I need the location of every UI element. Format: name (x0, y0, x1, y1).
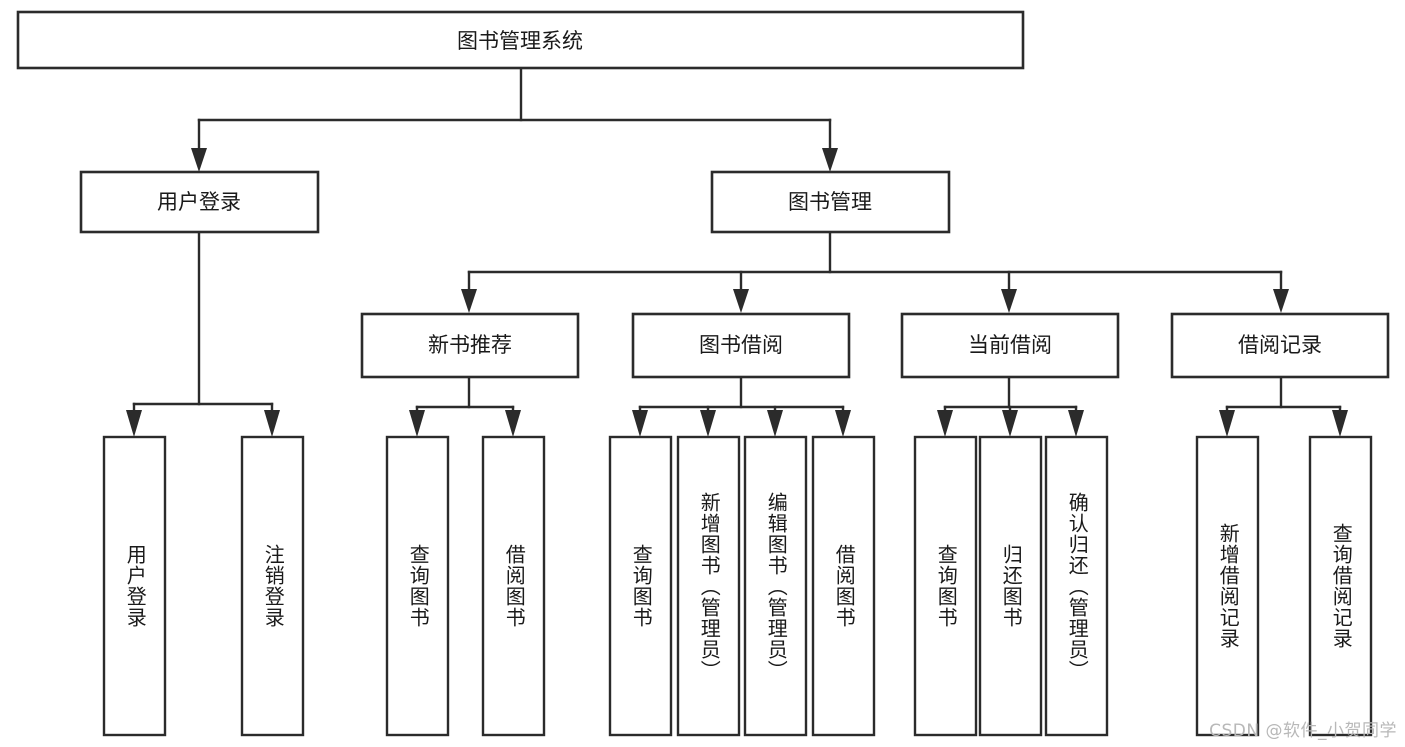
node-box-user-login[interactable] (79, 170, 320, 234)
node-box-leaf-query-book-2[interactable] (608, 435, 673, 737)
arrow-head-borrow-record (1273, 289, 1289, 313)
node-leaf-add-record[interactable]: 新增借阅记录 (1195, 435, 1260, 737)
arrow-head-book-manage (822, 148, 838, 172)
arrow-head-leaf-edit-book (767, 410, 783, 437)
node-label-new-book-recommend: 新书推荐 (428, 333, 512, 357)
connector-layer (126, 66, 1348, 437)
arrow-head-leaf-return-book (1002, 410, 1018, 437)
node-label-book-borrow: 图书借阅 (699, 333, 783, 357)
arrow-head-book-borrow (733, 289, 749, 313)
node-label-title-system: 图书管理系统 (457, 29, 583, 53)
node-box-leaf-add-book[interactable] (676, 435, 741, 737)
node-label-book-manage: 图书管理 (788, 190, 872, 214)
node-leaf-borrow-book-2[interactable]: 借阅图书 (811, 435, 876, 737)
node-label-current-borrow: 当前借阅 (968, 333, 1052, 357)
node-box-leaf-add-record[interactable] (1195, 435, 1260, 737)
node-box-leaf-query-book-3[interactable] (913, 435, 978, 737)
arrow-head-new-book (461, 289, 477, 313)
node-box-leaf-user-login[interactable] (102, 435, 167, 737)
leaf-label-edit-book: 编辑图书（管理员） (764, 491, 789, 681)
arrow-head-leaf-query-book-2 (632, 410, 648, 437)
arrow-head-leaf-borrow-book-2 (835, 410, 851, 437)
leaf-label-add-book: 新增图书（管理员） (697, 491, 722, 681)
arrow-head-user-login (191, 148, 207, 172)
node-leaf-query-record[interactable]: 查询借阅记录 (1308, 435, 1373, 737)
leaf-label-user-login: 用户登录 (123, 544, 148, 628)
node-book-manage[interactable]: 图书管理 (710, 170, 951, 234)
arrow-head-leaf-logout (264, 410, 280, 437)
leaf-label-query-book-2: 查询图书 (629, 544, 654, 628)
node-box-title-system[interactable] (16, 10, 1025, 70)
leaf-label-logout: 注销登录 (261, 544, 286, 628)
node-leaf-add-book[interactable]: 新增图书（管理员） (676, 435, 741, 737)
leaf-label-add-record: 新增借阅记录 (1216, 523, 1241, 649)
arrow-head-leaf-query-book-3 (937, 410, 953, 437)
arrow-head-leaf-user-login (126, 410, 142, 437)
node-label-borrow-record: 借阅记录 (1238, 333, 1322, 357)
node-user-login[interactable]: 用户登录 (79, 170, 320, 234)
leaf-label-query-record: 查询借阅记录 (1329, 523, 1354, 649)
node-leaf-query-book-2[interactable]: 查询图书 (608, 435, 673, 737)
node-box-borrow-record[interactable] (1170, 312, 1390, 379)
node-current-borrow[interactable]: 当前借阅 (900, 312, 1120, 379)
node-leaf-return-book[interactable]: 归还图书 (978, 435, 1043, 737)
leaf-label-query-book-1: 查询图书 (406, 544, 431, 628)
node-box-leaf-query-record[interactable] (1308, 435, 1373, 737)
node-box-current-borrow[interactable] (900, 312, 1120, 379)
node-box-book-manage[interactable] (710, 170, 951, 234)
node-box-leaf-borrow-book-2[interactable] (811, 435, 876, 737)
node-borrow-record[interactable]: 借阅记录 (1170, 312, 1390, 379)
node-box-new-book-recommend[interactable] (360, 312, 580, 379)
node-box-leaf-confirm-return[interactable] (1044, 435, 1109, 737)
node-new-book-recommend[interactable]: 新书推荐 (360, 312, 580, 379)
node-leaf-query-book-3[interactable]: 查询图书 (913, 435, 978, 737)
node-leaf-confirm-return[interactable]: 确认归还（管理员） (1044, 435, 1109, 737)
node-leaf-borrow-book-1[interactable]: 借阅图书 (481, 435, 546, 737)
node-leaf-query-book-1[interactable]: 查询图书 (385, 435, 450, 737)
leaf-label-borrow-book-2: 借阅图书 (832, 544, 857, 628)
node-leaf-user-login[interactable]: 用户登录 (102, 435, 167, 737)
arrow-head-current-borrow (1001, 289, 1017, 313)
node-box-leaf-edit-book[interactable] (743, 435, 808, 737)
node-box-leaf-borrow-book-1[interactable] (481, 435, 546, 737)
node-leaf-logout[interactable]: 注销登录 (240, 435, 305, 737)
arrow-head-leaf-add-book (700, 410, 716, 437)
leaf-label-borrow-book-1: 借阅图书 (502, 544, 527, 628)
arrow-head-leaf-query-record (1332, 410, 1348, 437)
node-leaf-edit-book[interactable]: 编辑图书（管理员） (743, 435, 808, 737)
csdn-watermark: CSDN @软件_小贺同学 (1209, 721, 1397, 741)
node-box-leaf-query-book-1[interactable] (385, 435, 450, 737)
node-title-system[interactable]: 图书管理系统 (16, 10, 1025, 70)
node-box-book-borrow[interactable] (631, 312, 851, 379)
arrow-head-leaf-borrow-book-1 (505, 410, 521, 437)
leaf-label-return-book: 归还图书 (999, 544, 1024, 628)
node-book-borrow[interactable]: 图书借阅 (631, 312, 851, 379)
leaf-label-confirm-return: 确认归还（管理员） (1065, 491, 1090, 681)
node-box-leaf-return-book[interactable] (978, 435, 1043, 737)
arrow-head-leaf-query-book-1 (409, 410, 425, 437)
node-label-user-login: 用户登录 (157, 190, 241, 214)
leaf-label-query-book-3: 查询图书 (934, 544, 959, 628)
arrow-head-leaf-confirm-return (1068, 410, 1084, 437)
arrow-head-leaf-add-record (1219, 410, 1235, 437)
node-box-leaf-logout[interactable] (240, 435, 305, 737)
